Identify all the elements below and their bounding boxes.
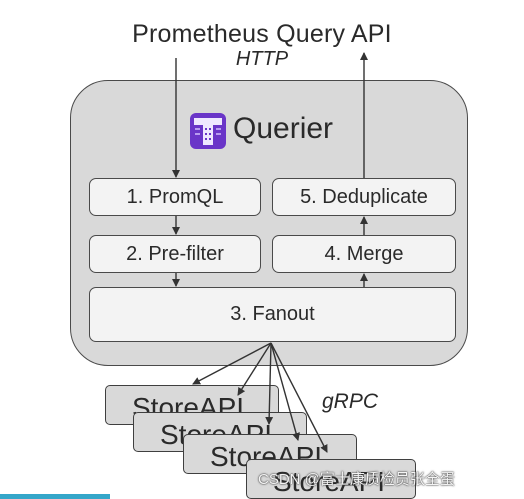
step-merge: 4. Merge: [272, 235, 456, 273]
arrow-fanout-to-store-4: [270, 342, 300, 441]
store-api-box-4: StoreAPI: [246, 459, 416, 499]
watermark: CSDN @富士康质检员张全蛋: [258, 471, 455, 488]
progress-bar: [0, 494, 110, 499]
querier-title: Querier: [233, 112, 334, 145]
arrow-fanout-to-store-2: [237, 342, 272, 396]
step-deduplicate-label: 5. Deduplicate: [300, 185, 428, 208]
arrow-fanout-to-store-3: [265, 342, 274, 425]
step-promql-label: 1. PromQL: [126, 185, 224, 208]
step-deduplicate: 5. Deduplicate: [272, 178, 456, 216]
api-title: Prometheus Query API: [132, 20, 392, 48]
step-prefilter: 2. Pre-filter: [89, 235, 261, 273]
thanos-logo-icon: [189, 112, 227, 150]
step-prefilter-label: 2. Pre-filter: [126, 242, 224, 265]
http-protocol-label: HTTP: [235, 48, 289, 70]
arrow-fanout-to-store-5: [270, 342, 328, 453]
grpc-protocol-label: gRPC: [322, 390, 379, 413]
step-merge-label: 4. Merge: [324, 242, 404, 265]
step-promql: 1. PromQL: [89, 178, 261, 216]
arrow-fanout-to-store-1: [192, 342, 272, 385]
step-fanout-label: 3. Fanout: [230, 303, 315, 325]
step-fanout: 3. Fanout: [89, 287, 456, 342]
